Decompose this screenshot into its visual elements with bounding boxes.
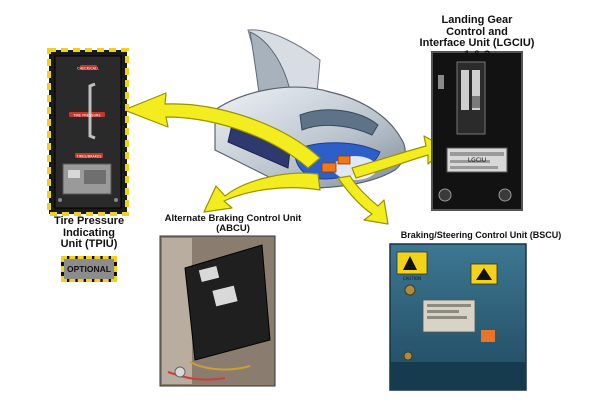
abcu-label: Alternate Braking Control Unit (ABCU)	[148, 214, 318, 234]
bscu-label: Braking/Steering Control Unit (BSCU)	[376, 230, 586, 240]
lgciu-panel	[431, 51, 523, 211]
tpiu-label-line-2: Indicating	[63, 226, 115, 239]
abcu-photo	[159, 235, 276, 387]
optional-badge-text: OPTIONAL	[67, 264, 111, 274]
bscu-label-text: Braking/Steering Control Unit (BSCU)	[400, 230, 562, 240]
tpiu-label: Tire Pressure Indicating Unit (TPIU)	[34, 215, 144, 251]
abcu-label-line-2: (ABCU)	[216, 222, 250, 234]
lgciu-label-line-1: Landing Gear	[441, 14, 513, 26]
lgciu-label-line-2: Control and	[446, 25, 508, 38]
tpiu-label-line-3: Unit (TPIU)	[60, 238, 118, 251]
lgciu-label: Landing Gear Control and Interface Unit …	[402, 14, 552, 61]
lgciu-label-line-4: 1 & 2	[463, 48, 491, 61]
tpiu-panel	[47, 48, 129, 216]
abcu-label-line-1: Alternate Braking Control Unit	[164, 213, 302, 224]
bscu-photo	[389, 243, 527, 391]
tpiu-label-line-1: Tire Pressure	[53, 215, 125, 227]
lgciu-label-line-3: Interface Unit (LGCIU)	[419, 37, 535, 50]
arrows	[123, 92, 447, 225]
arrow-to-bscu	[337, 175, 389, 225]
arrow-to-abcu	[203, 172, 321, 213]
optional-badge: OPTIONAL	[61, 256, 117, 282]
